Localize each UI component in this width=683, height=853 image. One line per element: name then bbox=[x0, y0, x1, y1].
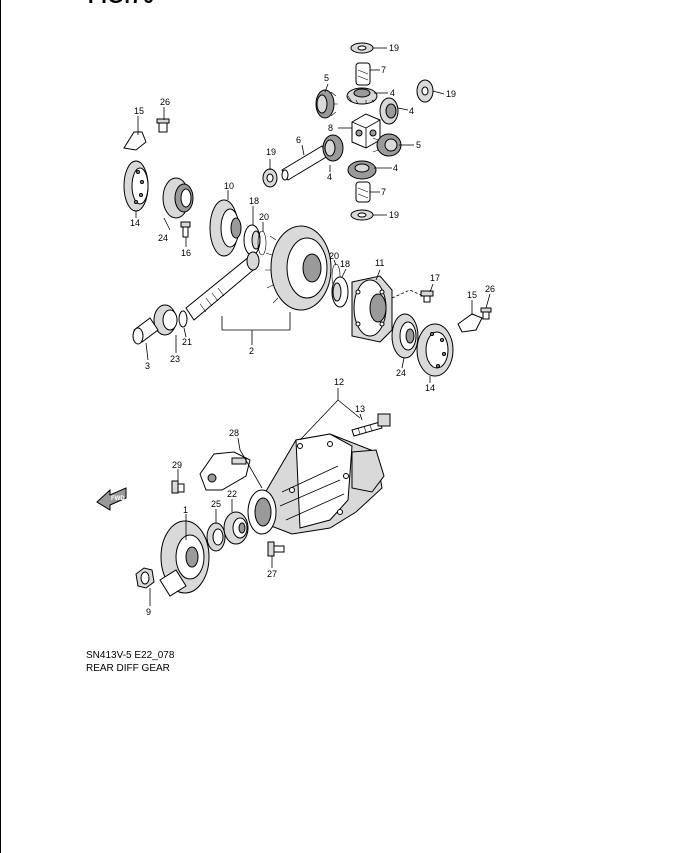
bolt-17 bbox=[420, 290, 434, 303]
label-26: 26 bbox=[160, 97, 170, 107]
label-19: 19 bbox=[389, 43, 399, 53]
left-bearing-18 bbox=[243, 224, 261, 256]
label-15: 15 bbox=[134, 106, 144, 116]
label-14: 14 bbox=[425, 383, 435, 393]
left-washer-19 bbox=[262, 168, 278, 188]
label-18: 18 bbox=[249, 196, 259, 206]
label-10: 10 bbox=[224, 181, 234, 191]
companion-flange-1 bbox=[159, 520, 210, 597]
breather-plate-28 bbox=[199, 451, 251, 491]
left-side-gear-5 bbox=[315, 89, 338, 119]
label-9: 9 bbox=[146, 607, 151, 617]
pinion-bearing-23 bbox=[153, 304, 178, 336]
differential-case-10 bbox=[209, 199, 242, 257]
lower-thrust-washer-19 bbox=[350, 209, 374, 221]
upper-thrust-washer-19 bbox=[350, 42, 374, 54]
label-29: 29 bbox=[172, 460, 182, 470]
diff-housing-12 bbox=[247, 433, 385, 535]
right-pinion-gear-4 bbox=[379, 97, 399, 125]
left-side-bearing-24 bbox=[162, 177, 194, 219]
pinion-collar-3 bbox=[132, 317, 159, 345]
label-7: 7 bbox=[381, 187, 386, 197]
right-adjuster-nut-14 bbox=[416, 323, 454, 377]
figure-title: FIG.70 bbox=[88, 0, 155, 9]
label-20: 20 bbox=[259, 212, 269, 222]
right-bolt-26 bbox=[480, 307, 492, 320]
label-21: 21 bbox=[182, 337, 192, 347]
page-left-border bbox=[0, 0, 1, 853]
label-1: 1 bbox=[183, 505, 188, 515]
label-19: 19 bbox=[389, 210, 399, 220]
label-11: 11 bbox=[375, 258, 384, 268]
label-3: 3 bbox=[145, 361, 150, 371]
bolt-17-dashed-line bbox=[391, 289, 424, 299]
label-26: 26 bbox=[485, 284, 495, 294]
oil-seal-25 bbox=[206, 522, 226, 552]
label-4: 4 bbox=[390, 88, 395, 98]
label-8: 8 bbox=[328, 123, 333, 133]
fwd-label: FWD bbox=[111, 496, 125, 502]
bottom-pinion-gear-4 bbox=[347, 160, 377, 180]
right-lock-plate-15 bbox=[457, 313, 483, 333]
pinion-shaft-6 bbox=[281, 145, 329, 181]
label-5: 5 bbox=[324, 73, 329, 83]
label-24: 24 bbox=[158, 233, 168, 243]
label-25: 25 bbox=[211, 499, 221, 509]
left-adjuster-nut-14 bbox=[123, 160, 149, 212]
label-4: 4 bbox=[409, 106, 414, 116]
left-bolt-26 bbox=[156, 118, 170, 133]
label-22: 22 bbox=[227, 489, 237, 499]
upper-pin-7 bbox=[355, 62, 371, 86]
differential-carrier-11 bbox=[351, 275, 393, 343]
label-2: 2 bbox=[249, 346, 254, 356]
leader-lines bbox=[135, 47, 491, 606]
spacer-21 bbox=[178, 310, 188, 328]
front-bearing-22 bbox=[223, 511, 249, 545]
left-pinion-gear-4 bbox=[322, 134, 344, 162]
lower-pin-7 bbox=[355, 181, 371, 203]
left-lock-plate-15 bbox=[123, 131, 147, 151]
label-28: 28 bbox=[229, 428, 239, 438]
label-18: 18 bbox=[340, 259, 350, 269]
bolt-16 bbox=[180, 221, 191, 238]
label-4: 4 bbox=[327, 172, 332, 182]
housing-bolt-13 bbox=[351, 413, 391, 437]
diagram-caption: REAR DIFF GEAR bbox=[86, 663, 170, 674]
pinion-shaft-holder-8 bbox=[351, 113, 381, 149]
label-5: 5 bbox=[416, 140, 421, 150]
part-labels: 19 7 19 5 4 4 8 5 6 19 4 4 7 19 15 26 14… bbox=[130, 43, 495, 617]
label-14: 14 bbox=[130, 218, 140, 228]
drive-pinion-shaft-2 bbox=[185, 251, 260, 321]
bolt-27 bbox=[267, 541, 285, 557]
label-16: 16 bbox=[181, 248, 191, 258]
label-19: 19 bbox=[266, 147, 276, 157]
right-side-gear-5 bbox=[372, 133, 402, 157]
label-17: 17 bbox=[430, 273, 440, 283]
label-27: 27 bbox=[267, 569, 277, 579]
right-bearing-18 bbox=[331, 276, 349, 308]
ring-gear bbox=[265, 225, 332, 311]
right-washer-19 bbox=[416, 79, 434, 103]
left-shim-20 bbox=[257, 230, 267, 256]
label-6: 6 bbox=[296, 135, 301, 145]
label-7: 7 bbox=[381, 65, 386, 75]
flange-nut-9 bbox=[135, 567, 155, 589]
label-13: 13 bbox=[355, 404, 365, 414]
fwd-direction-arrow: FWD bbox=[96, 487, 127, 511]
label-12: 12 bbox=[334, 377, 344, 387]
label-4: 4 bbox=[393, 163, 398, 173]
drawing-code: SN413V-5 E22_078 bbox=[86, 650, 175, 661]
label-24: 24 bbox=[396, 368, 406, 378]
bolt-29 bbox=[171, 480, 185, 494]
top-pinion-gear-4 bbox=[346, 87, 378, 105]
part-2-bracket-line bbox=[221, 312, 291, 331]
label-15: 15 bbox=[467, 290, 477, 300]
label-20: 20 bbox=[329, 251, 339, 261]
label-19: 19 bbox=[446, 89, 456, 99]
label-23: 23 bbox=[170, 354, 180, 364]
right-side-bearing-24 bbox=[391, 313, 419, 359]
